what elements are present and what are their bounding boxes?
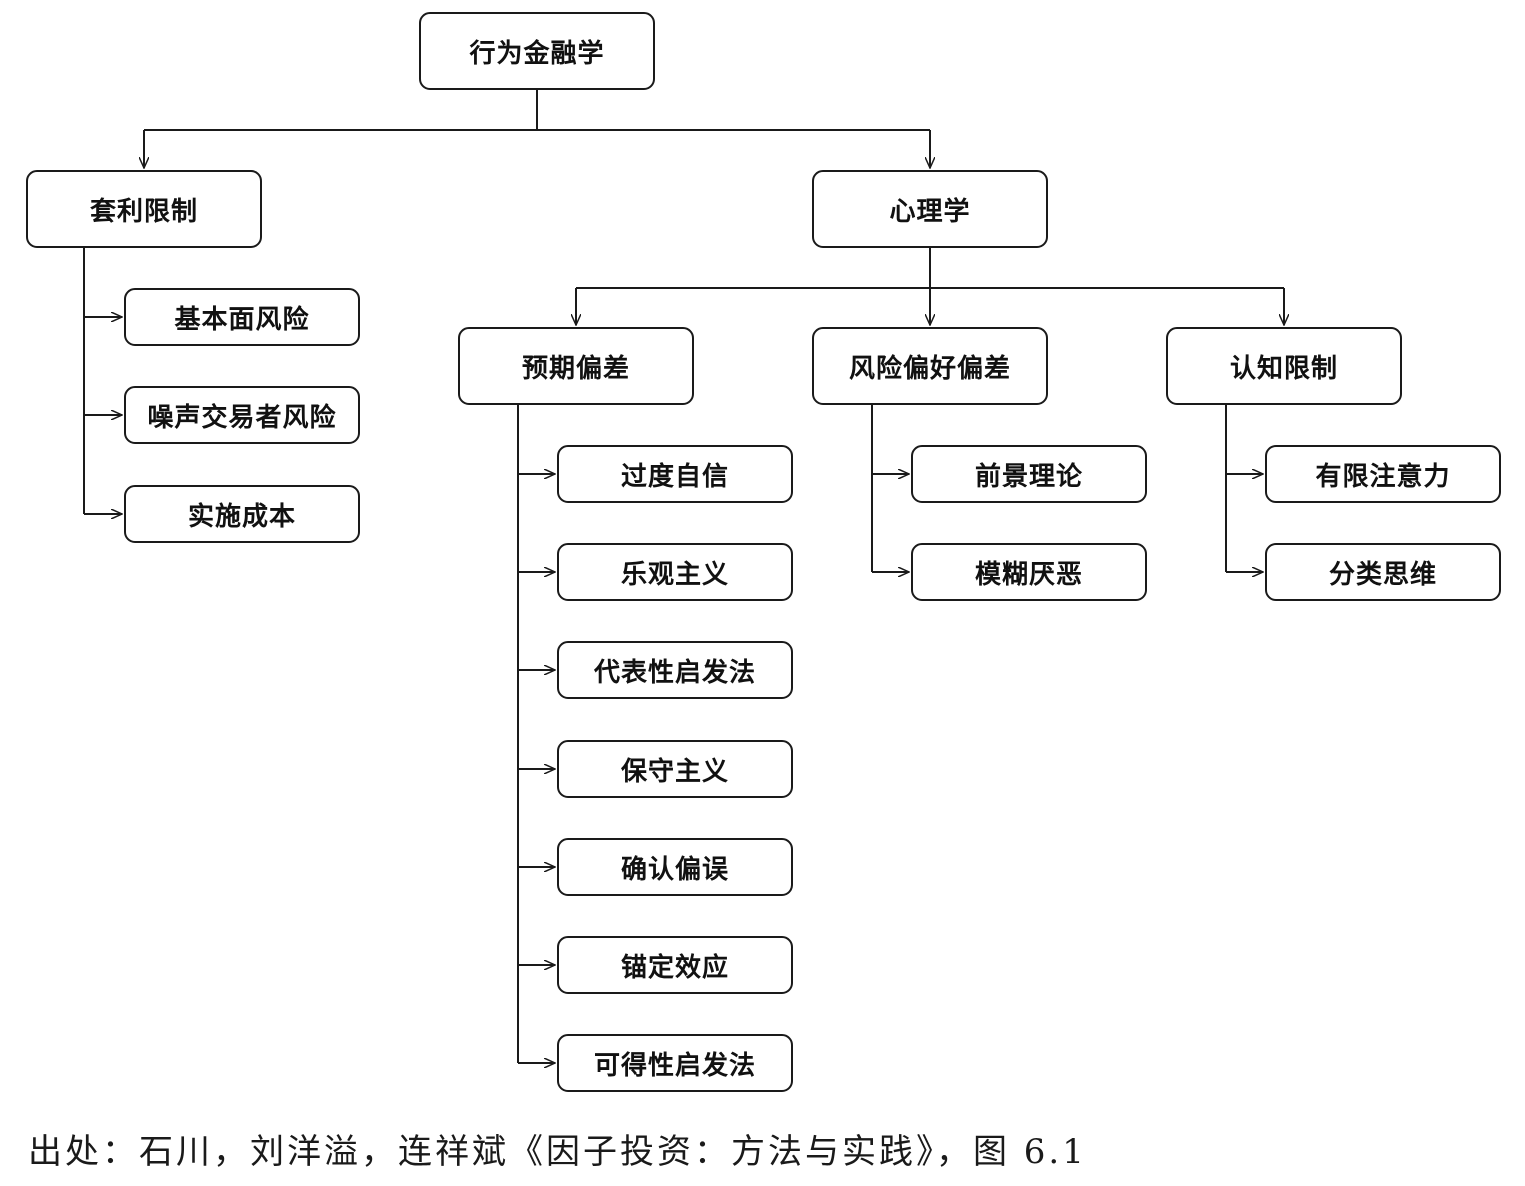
node-risk-preference-bias: 风险偏好偏差 [812,327,1048,405]
node-limited-attention: 有限注意力 [1265,445,1501,503]
node-noise-trader-risk: 噪声交易者风险 [124,386,360,444]
node-arbitrage-limits: 套利限制 [26,170,262,248]
node-anchoring: 锚定效应 [557,936,793,994]
node-psychology: 心理学 [812,170,1048,248]
node-root: 行为金融学 [419,12,655,90]
node-prospect-theory: 前景理论 [911,445,1147,503]
node-expectation-bias: 预期偏差 [458,327,694,405]
node-availability: 可得性启发法 [557,1034,793,1092]
node-implementation-cost: 实施成本 [124,485,360,543]
source-caption: 出处：石川，刘洋溢，连祥斌《因子投资：方法与实践》，图 6.1 [28,1132,1087,1172]
node-cognitive-limits: 认知限制 [1166,327,1402,405]
node-representativeness: 代表性启发法 [557,641,793,699]
node-confirmation-bias: 确认偏误 [557,838,793,896]
node-optimism: 乐观主义 [557,543,793,601]
node-overconfidence: 过度自信 [557,445,793,503]
node-conservatism: 保守主义 [557,740,793,798]
node-fundamental-risk: 基本面风险 [124,288,360,346]
node-categorical-thinking: 分类思维 [1265,543,1501,601]
node-ambiguity-aversion: 模糊厌恶 [911,543,1147,601]
